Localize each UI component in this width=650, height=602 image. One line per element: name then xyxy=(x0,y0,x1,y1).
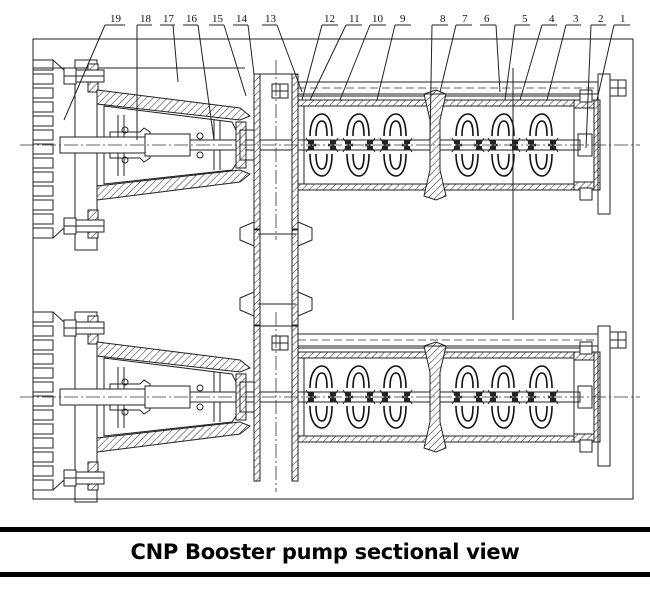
diagram-caption: CNP Booster pump sectional view xyxy=(130,540,520,564)
callout-9: 9 xyxy=(376,13,411,101)
callout-6: 6 xyxy=(480,13,501,93)
svg-text:18: 18 xyxy=(140,13,152,25)
svg-text:4: 4 xyxy=(549,13,555,25)
callout-3: 3 xyxy=(546,13,581,101)
pump-unit-upper xyxy=(20,60,640,250)
svg-text:3: 3 xyxy=(573,13,579,25)
callout-12: 12 xyxy=(301,13,338,101)
svg-text:10: 10 xyxy=(372,13,384,25)
svg-text:11: 11 xyxy=(349,13,360,25)
callout-1: 1 xyxy=(596,13,630,101)
callout-4: 4 xyxy=(519,13,557,101)
svg-text:19: 19 xyxy=(110,13,122,25)
callout-18: 18 xyxy=(136,13,152,140)
callout-8: 8 xyxy=(429,13,448,141)
pipe-flange-right-1 xyxy=(297,221,313,247)
callout-10: 10 xyxy=(339,13,386,101)
svg-text:13: 13 xyxy=(265,13,277,25)
svg-text:5: 5 xyxy=(522,13,528,25)
pipe-flange-right-2 xyxy=(297,291,313,317)
callout-7: 7 xyxy=(439,13,472,93)
svg-text:7: 7 xyxy=(462,13,468,25)
svg-text:1: 1 xyxy=(620,13,626,25)
callout-11: 11 xyxy=(309,13,362,101)
callout-16: 16 xyxy=(183,13,215,141)
pump-sectional-drawing: 19 18 17 16 15 14 13 12 11 10 9 8 7 6 5 … xyxy=(0,13,650,510)
svg-text:12: 12 xyxy=(324,13,335,25)
svg-text:6: 6 xyxy=(484,13,490,25)
pump-unit-lower xyxy=(20,312,640,502)
part-callouts: 19 18 17 16 15 14 13 12 11 10 9 8 7 6 5 … xyxy=(63,13,630,149)
svg-text:15: 15 xyxy=(212,13,224,25)
manifold-pipe xyxy=(253,229,261,326)
base-frame xyxy=(32,38,634,500)
svg-text:17: 17 xyxy=(163,13,175,25)
callout-19: 19 xyxy=(63,13,125,121)
svg-text:14: 14 xyxy=(236,13,248,25)
callout-15: 15 xyxy=(209,13,247,97)
svg-text:2: 2 xyxy=(598,13,604,25)
svg-text:8: 8 xyxy=(440,13,446,25)
callout-2: 2 xyxy=(585,13,606,149)
pipe-flange-left-1 xyxy=(239,221,255,247)
callout-13: 13 xyxy=(262,13,303,93)
callout-5: 5 xyxy=(504,13,530,101)
callout-14: 14 xyxy=(233,13,255,75)
caption-band: CNP Booster pump sectional view xyxy=(0,527,650,577)
svg-text:9: 9 xyxy=(400,13,406,25)
pipe-flange-left-2 xyxy=(239,291,255,317)
callout-17: 17 xyxy=(160,13,179,83)
svg-text:16: 16 xyxy=(186,13,198,25)
